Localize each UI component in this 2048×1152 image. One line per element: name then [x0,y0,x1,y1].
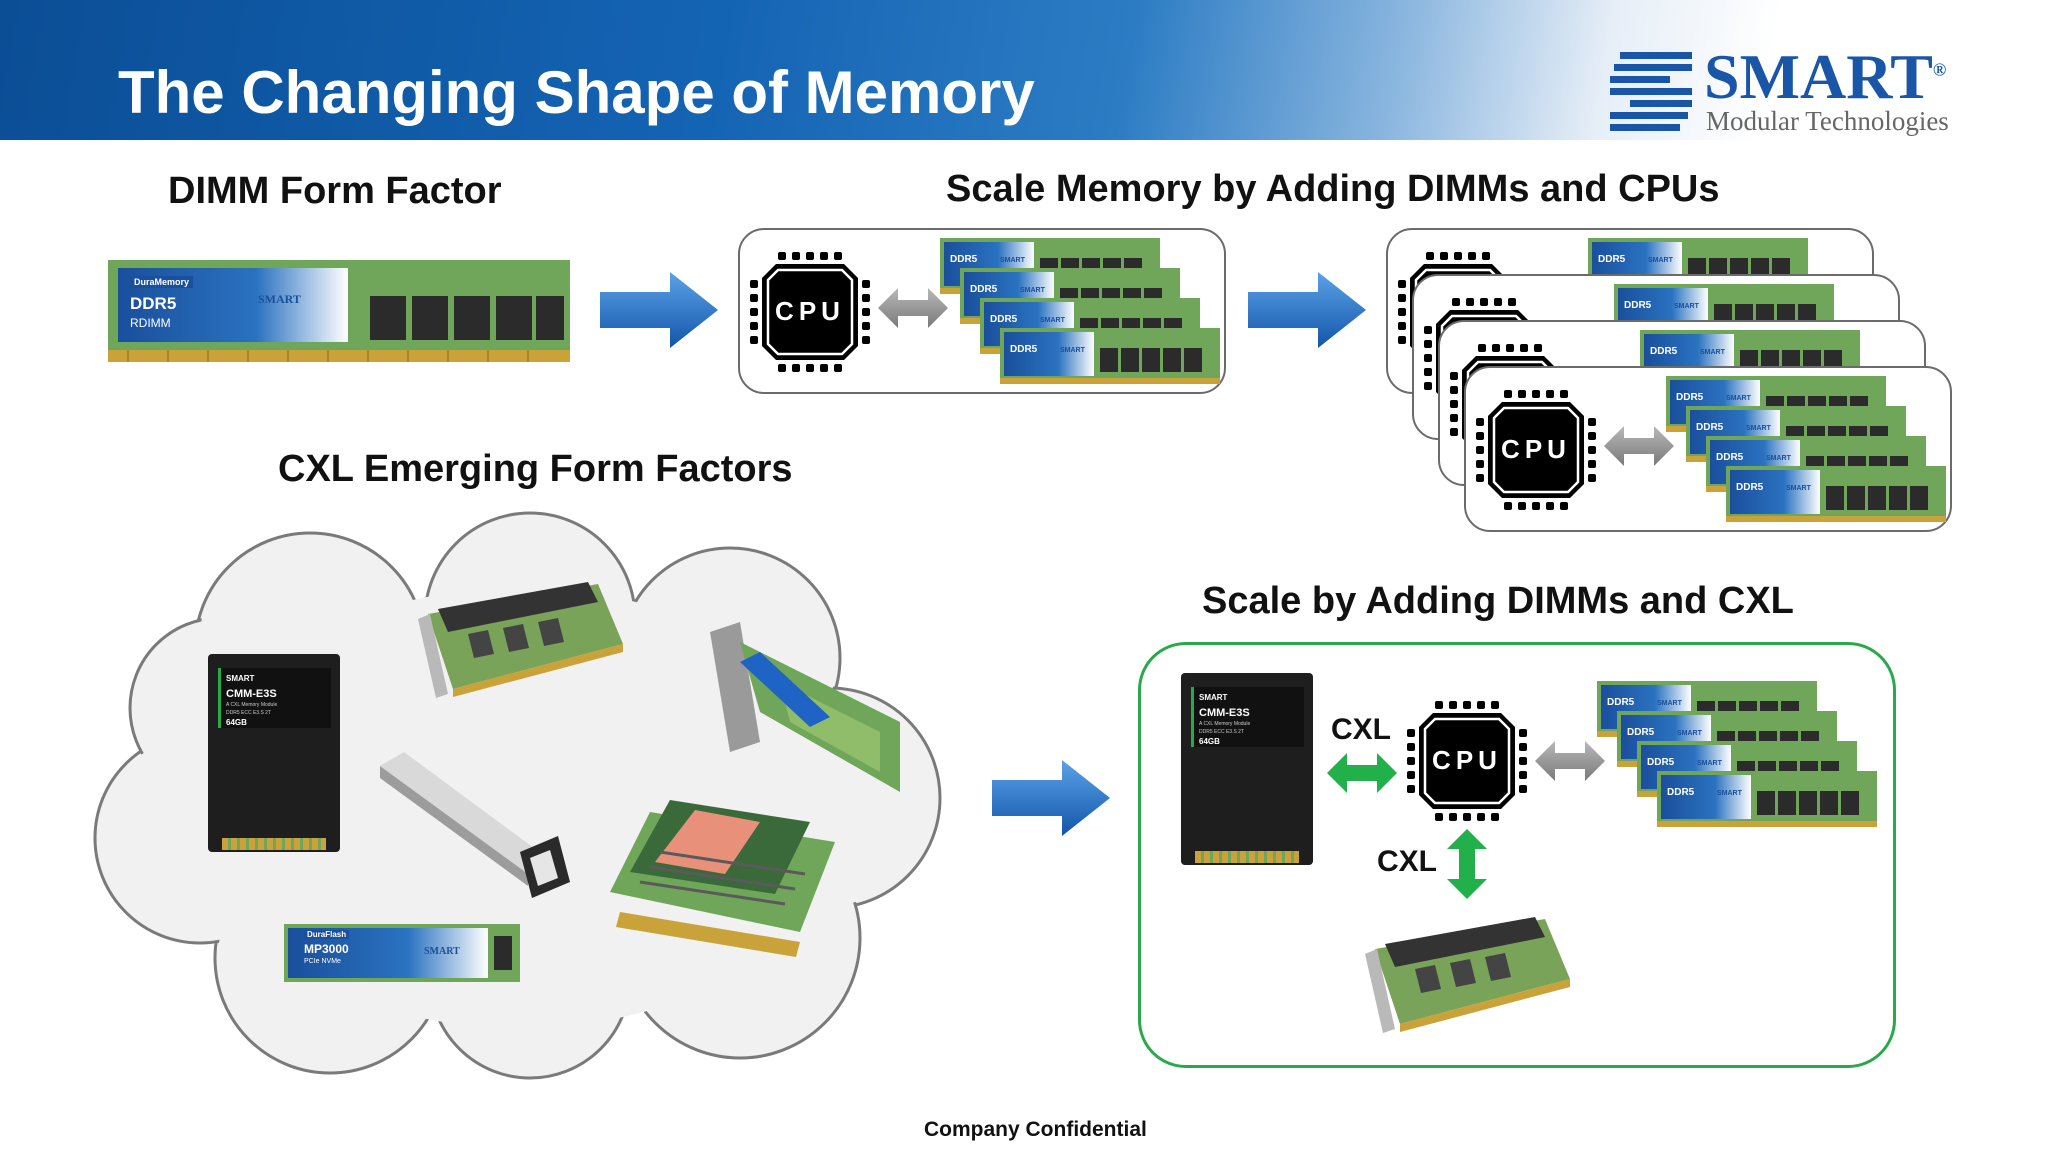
cxl-vertical-arrow-icon [1447,829,1487,899]
dimm-sub: RDIMM [130,316,171,330]
dimm-stack-image [940,238,1220,384]
footer-confidential: Company Confidential [924,1118,1147,1141]
cpu-label: CPU [1432,745,1502,775]
heading-dimm-form-factor: DIMM Form Factor [168,170,502,212]
cpu-dimm-panel-stack-4: CPU [1464,366,1952,532]
heading-scale-cpus: Scale Memory by Adding DIMMs and CPUs [946,168,1720,210]
cmm-brand: SMART [1199,693,1228,702]
memory-expansion-card-image [610,800,835,957]
arrow-right-icon [600,272,718,348]
pcie-cxl-card-image [418,582,623,698]
dimm-stack-image [1666,376,1946,522]
bidirectional-arrow-icon [1535,741,1605,781]
cpu-chip: CPU [1407,701,1527,821]
heading-scale-cxl: Scale by Adding DIMMs and CXL [1202,580,1794,622]
ssd-desc: PCIe NVMe [304,958,341,965]
dimm-brand: DuraMemory [130,276,194,288]
cmm-e3s-module: SMART CMM-E3S A CXL Memory Module DDR5 E… [208,654,340,852]
cxl-bidirectional-arrow-icon [1327,753,1397,793]
ddr5-rdimm-image [108,260,570,362]
edsff-module-image [380,752,570,898]
bidirectional-arrow-icon [1604,426,1674,466]
cpu-label: CPU [775,296,845,326]
cmm-spec: DDR5 ECC E3.S 2T [1199,729,1245,735]
logo-registered: ® [1932,59,1947,80]
cxl-label-vertical: CXL [1377,845,1437,878]
dimm-stack-image [1597,681,1877,827]
cpu-label: CPU [1501,434,1571,464]
cmm-spec: DDR5 ECC E3.S 2T [226,710,272,716]
cmm-capacity: 64GB [226,718,247,727]
smart-logo-icon [1610,52,1692,131]
ssd-name: MP3000 [304,942,349,956]
cmm-desc: A CXL Memory Module [1199,721,1251,727]
cmm-desc: A CXL Memory Module [226,702,278,708]
arrow-right-icon [992,760,1110,836]
cxl-scale-panel: SMART CMM-E3S A CXL Memory Module DDR5 E… [1138,642,1896,1068]
pcie-cxl-card-image [1365,917,1570,1033]
cmm-e3s-module: SMART CMM-E3S A CXL Memory Module DDR5 E… [1181,673,1313,865]
mp3000-ssd-module: DuraFlash MP3000 PCIe NVMe SMART [284,922,520,984]
ddr5-rdimm-module: DuraMemory DDR5 RDIMM SMART [108,256,570,366]
logo-subtitle: Modular Technologies [1706,106,1949,136]
cxl-label-horizontal: CXL [1331,713,1391,746]
cxl-addin-card-image [710,622,900,792]
cmm-name: CMM-E3S [1199,707,1250,719]
dimm-vendor: SMART [258,292,301,306]
bidirectional-arrow-icon [878,288,948,328]
dimm-type: DDR5 [130,294,177,313]
page-title: The Changing Shape of Memory [118,59,1035,126]
header-banner [0,0,2048,140]
cmm-capacity: 64GB [1199,737,1220,746]
cmm-name: CMM-E3S [226,688,277,700]
heading-cxl-emerging: CXL Emerging Form Factors [278,448,793,490]
cpu-chip: CPU [750,252,870,372]
ssd-brand: DuraFlash [304,930,350,939]
smart-logo: SMART® Modular Technologies [1600,41,1949,144]
logo-name: SMART [1704,41,1933,112]
cpu-dimm-panel: CPU [738,228,1226,394]
ssd-vendor: SMART [424,946,460,957]
cmm-brand: SMART [226,674,255,683]
cpu-chip: CPU [1476,390,1596,510]
arrow-right-icon [1248,272,1366,348]
